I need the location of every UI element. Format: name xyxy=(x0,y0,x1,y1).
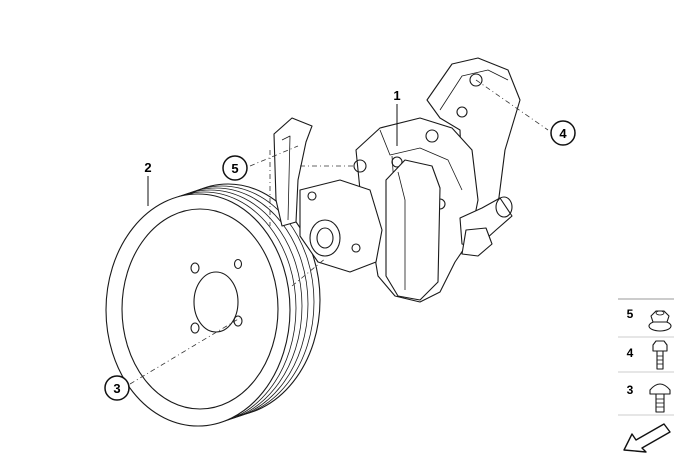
leader-lines xyxy=(129,79,549,385)
legend-row-3: 3 xyxy=(627,383,671,413)
nut-icon xyxy=(648,310,672,332)
legend-row-5: 5 xyxy=(627,307,672,332)
pulley xyxy=(105,183,321,427)
svg-text:2: 2 xyxy=(144,160,151,175)
steering-pump xyxy=(273,57,521,303)
svg-text:3: 3 xyxy=(113,381,120,396)
svg-text:1: 1 xyxy=(393,88,400,103)
svg-text:3: 3 xyxy=(627,383,634,397)
svg-text:4: 4 xyxy=(559,126,567,141)
bolt-large-icon xyxy=(649,383,671,413)
svg-text:4: 4 xyxy=(627,346,634,360)
arrow-icon xyxy=(618,418,674,456)
svg-text:5: 5 xyxy=(231,161,238,176)
callout-2: 2 xyxy=(144,160,151,175)
callout-3: 3 xyxy=(104,375,130,401)
callout-4: 4 xyxy=(550,120,576,146)
callout-5: 5 xyxy=(222,155,248,181)
legend-row-4: 4 xyxy=(627,340,668,370)
callout-1: 1 xyxy=(393,88,400,103)
bolt-icon xyxy=(652,340,668,370)
parts-legend: 5 4 3 xyxy=(618,298,674,456)
svg-text:5: 5 xyxy=(627,307,634,321)
